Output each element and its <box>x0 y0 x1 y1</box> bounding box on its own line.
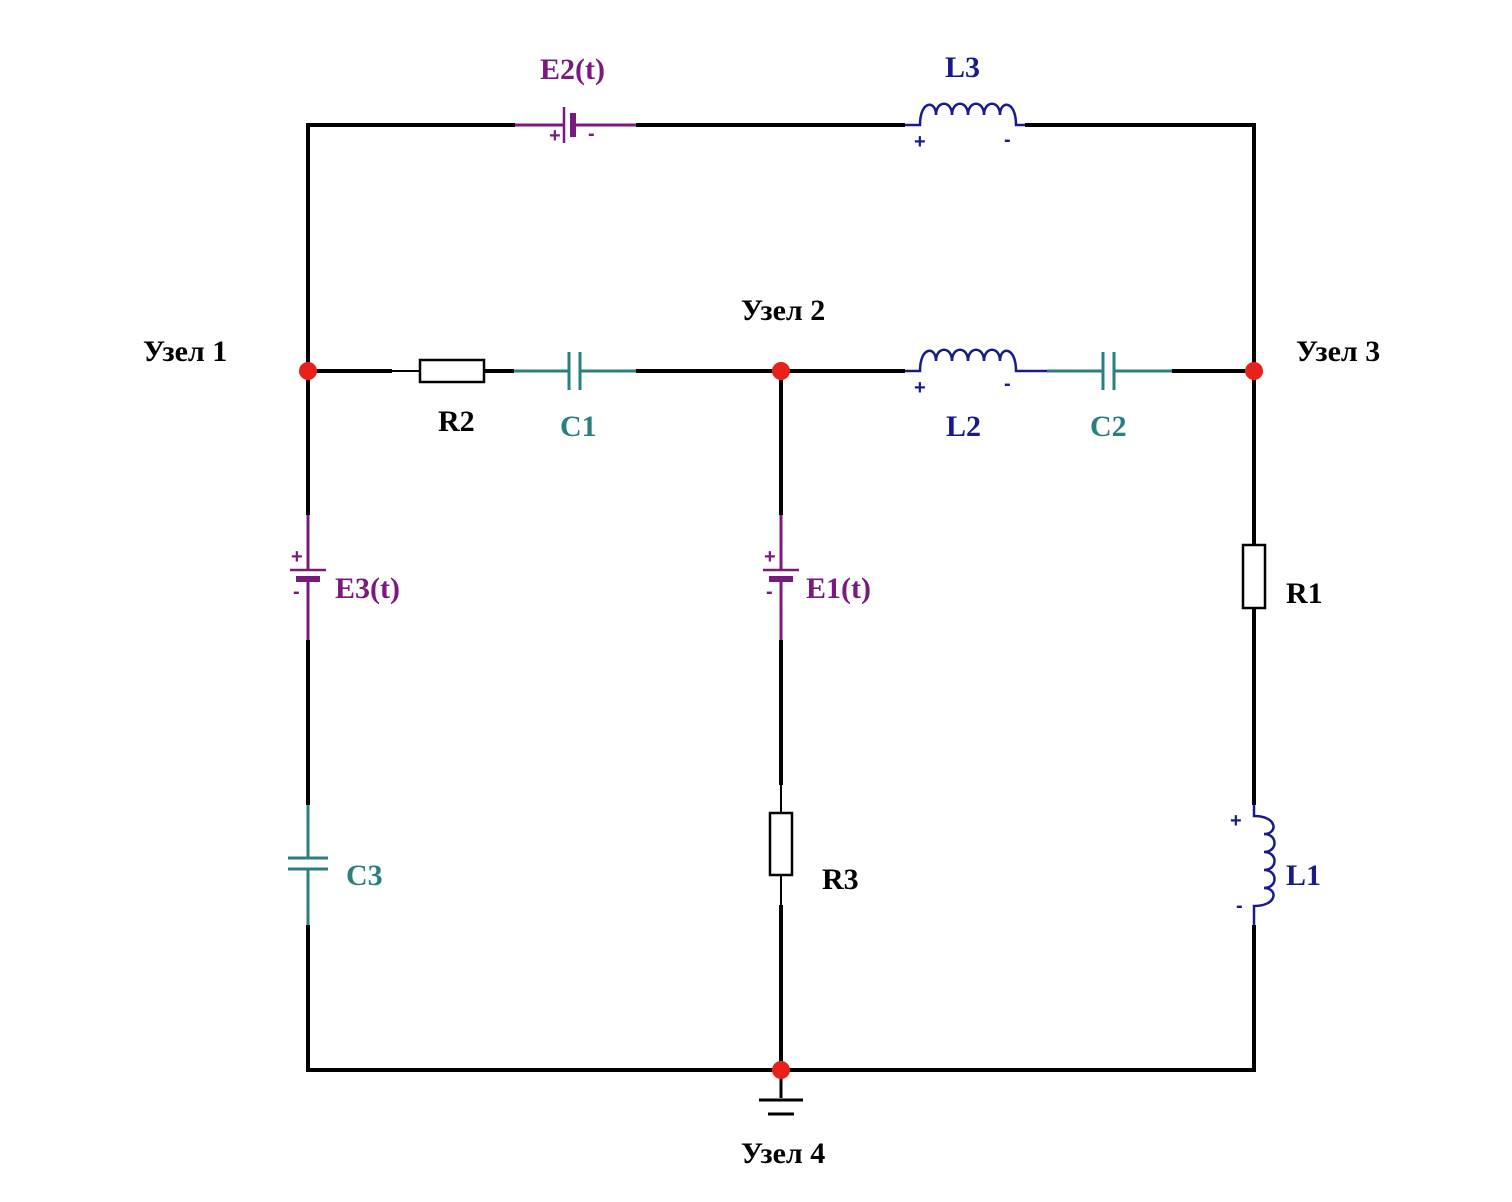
e1-plus-sign: + <box>764 546 776 568</box>
sources <box>290 107 799 640</box>
inductor-l3 <box>905 102 1025 127</box>
resistors <box>418 358 1267 877</box>
node-label-1: Узел 1 <box>143 335 227 368</box>
node-label-3: Узел 3 <box>1296 335 1380 368</box>
label-c2: C2 <box>1090 410 1127 443</box>
l3-plus-sign: + <box>914 131 926 153</box>
e3-plus-sign: + <box>291 546 303 568</box>
capacitor-c1 <box>514 352 636 390</box>
node-dot-4 <box>772 1061 790 1079</box>
e2-minus-sign: - <box>588 123 595 145</box>
capacitor-c3 <box>288 805 328 925</box>
node-dots <box>299 362 1263 1079</box>
label-l1: L1 <box>1286 859 1321 892</box>
label-c3: C3 <box>346 859 383 892</box>
e2-plus-sign: + <box>549 125 561 147</box>
label-e3: E3(t) <box>335 572 400 605</box>
source-e1 <box>763 515 799 640</box>
e1-minus-sign: - <box>766 581 773 603</box>
label-c1: C1 <box>560 410 597 443</box>
l3-minus-sign: - <box>1004 129 1011 151</box>
polarity-signs: + - + - + - + - + - + - <box>291 123 1243 917</box>
wires <box>306 123 1256 1098</box>
ground-icon <box>759 1098 803 1116</box>
inductor-l2 <box>905 348 1047 373</box>
labels: Узел 1 Узел 2 Узел 3 Узел 4 E2(t) L3 R2 … <box>143 51 1380 1170</box>
label-l3: L3 <box>945 51 980 84</box>
inductor-l1 <box>1252 805 1276 925</box>
node-dot-3 <box>1245 362 1263 380</box>
label-l2: L2 <box>946 410 981 443</box>
node-dot-2 <box>772 362 790 380</box>
label-r2: R2 <box>438 405 475 438</box>
capacitors <box>288 352 1172 925</box>
e3-minus-sign: - <box>293 581 300 603</box>
resistor-r1 <box>1241 543 1267 610</box>
l1-plus-sign: + <box>1230 810 1242 832</box>
resistor-r2 <box>418 358 486 384</box>
label-e1: E1(t) <box>806 572 871 605</box>
label-e2: E2(t) <box>540 53 605 86</box>
l1-minus-sign: - <box>1236 895 1243 917</box>
source-e3 <box>290 515 326 640</box>
node-dot-1 <box>299 362 317 380</box>
label-r1: R1 <box>1286 577 1323 610</box>
node-label-2: Узел 2 <box>741 294 825 327</box>
l2-plus-sign: + <box>914 377 926 399</box>
l2-minus-sign: - <box>1004 373 1011 395</box>
inductors <box>905 102 1276 925</box>
node-label-4: Узел 4 <box>741 1137 825 1170</box>
capacitor-c2 <box>1047 352 1172 390</box>
resistor-r3 <box>768 811 794 877</box>
label-r3: R3 <box>822 863 859 896</box>
source-e2 <box>515 107 636 143</box>
